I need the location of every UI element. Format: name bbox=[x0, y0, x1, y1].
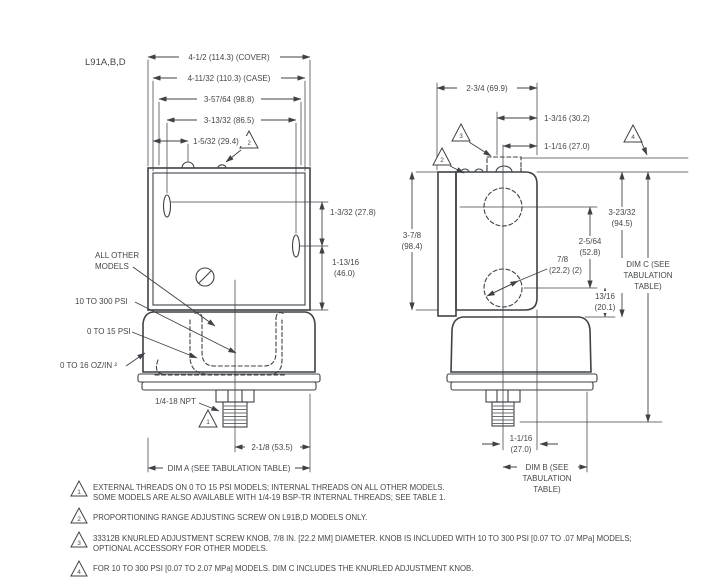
range-screw-bump bbox=[181, 161, 195, 169]
dim-46-0-line2: (46.0) bbox=[334, 269, 355, 278]
case-side-outline bbox=[455, 171, 538, 311]
label-10-300-psi: 10 TO 300 PSI bbox=[75, 297, 128, 306]
callout-triangle-1 bbox=[198, 408, 218, 428]
callout-4-number: 4 bbox=[631, 134, 635, 141]
footnote-1-text-1: EXTERNAL THREADS ON 0 TO 15 PSI MODELS; … bbox=[93, 483, 445, 492]
callout-1-number: 1 bbox=[206, 419, 210, 426]
mounting-slot-left bbox=[162, 194, 172, 218]
case-outline bbox=[152, 172, 306, 306]
cover-outline bbox=[147, 167, 311, 311]
footnote-2-text-1: PROPORTIONING RANGE ADJUSTING SCREW ON L… bbox=[93, 513, 367, 522]
footnote-3-triangle bbox=[70, 530, 88, 548]
dim-b-line1: DIM B (SEE bbox=[525, 463, 568, 472]
footnote-3-text-2: OPTIONAL ACCESSORY FOR OTHER MODELS. bbox=[93, 544, 268, 553]
dim-27-8: 1-3/32 (27.8) bbox=[330, 208, 376, 217]
dim-c-line2: TABULATION bbox=[623, 271, 672, 280]
dim-20-1-line2: (20.1) bbox=[595, 303, 616, 312]
flange-side-1 bbox=[446, 373, 598, 383]
footnote-1-text-2: SOME MODELS ARE ALSO AVAILABLE WITH 1/4-… bbox=[93, 493, 446, 502]
dim-53-5: 2-1/8 (53.5) bbox=[251, 443, 293, 452]
footnote-2-triangle bbox=[70, 506, 88, 524]
dim-30-2: 1-3/16 (30.2) bbox=[544, 114, 590, 123]
model-title: L91A,B,D bbox=[85, 57, 126, 68]
dim-94-5-line1: 3-23/32 bbox=[608, 208, 636, 217]
label-0-16-ozin: 0 TO 16 OZ/IN ² bbox=[60, 361, 117, 370]
dim-52-8-line2: (52.8) bbox=[580, 248, 601, 257]
dim-86-5: 3-13/32 (86.5) bbox=[204, 116, 255, 125]
dim-94-5-line2: (94.5) bbox=[612, 219, 633, 228]
dim-98-8: 3-57/64 (98.8) bbox=[204, 95, 255, 104]
threaded-stud-side bbox=[491, 401, 515, 427]
right-view: 2-3/4 (69.9) 1-3/16 (30.2) 1-1/16 (27.0)… bbox=[397, 82, 689, 494]
mounting-plate bbox=[437, 171, 457, 317]
extension-lines-bottom-right bbox=[536, 309, 588, 473]
dim-c-line3: TABLE) bbox=[634, 282, 662, 291]
dim-98-4-line1: 3-7/8 bbox=[403, 231, 422, 240]
dim-20-1-line1: 13/16 bbox=[595, 292, 616, 301]
dim-29-4: 1-5/32 (29.4) bbox=[193, 137, 239, 146]
dim-52-8-line1: 2-5/64 bbox=[579, 237, 602, 246]
footnote-1-triangle bbox=[70, 479, 88, 497]
label-npt: 1/4-18 NPT bbox=[155, 397, 196, 406]
dim-22-2-line1: 7/8 bbox=[557, 255, 569, 264]
dim-case-width: 4-11/32 (110.3) (CASE) bbox=[188, 74, 271, 83]
dim-b-line2: TABULATION bbox=[522, 474, 571, 483]
footnote-3-number: 3 bbox=[77, 540, 81, 547]
prop-screw-bump bbox=[217, 164, 227, 169]
callout-triangle-2-side bbox=[432, 146, 452, 166]
footnote-4-triangle bbox=[70, 559, 88, 577]
dim-98-4-line2: (98.4) bbox=[402, 242, 423, 251]
footnote-4-text-1: FOR 10 TO 300 PSI [0.07 TO 2.07 MPa] MOD… bbox=[93, 564, 473, 573]
left-view: ALL OTHER MODELS 10 TO 300 PSI 0 TO 15 P… bbox=[60, 52, 376, 473]
footnote-4-number: 4 bbox=[77, 569, 81, 576]
dim-c-line1: DIM C (SEE bbox=[626, 260, 670, 269]
flange-side-2 bbox=[450, 381, 594, 391]
label-all-other-models-1: ALL OTHER bbox=[95, 251, 139, 260]
callout-triangle-3 bbox=[451, 122, 471, 142]
bellows-housing-side bbox=[450, 316, 592, 373]
knurled-knob-outline bbox=[486, 156, 522, 173]
label-0-15-psi: 0 TO 15 PSI bbox=[87, 327, 131, 336]
footnote-2-number: 2 bbox=[77, 516, 81, 523]
label-all-other-models-2: MODELS bbox=[95, 262, 129, 271]
callout-triangle-4 bbox=[623, 123, 643, 143]
footnote-1-number: 1 bbox=[77, 489, 81, 496]
extension-lines-top bbox=[147, 59, 311, 234]
cover-screw bbox=[195, 267, 215, 287]
dim-27-0-bot-line2: (27.0) bbox=[511, 445, 532, 454]
flange-plate-2 bbox=[141, 381, 317, 391]
dim-27-0-top: 1-1/16 (27.0) bbox=[544, 142, 590, 151]
bellows-housing bbox=[142, 311, 316, 373]
dim-b-line3: TABLE) bbox=[533, 485, 561, 494]
mounting-slot-right bbox=[291, 234, 301, 258]
dim-cover-width: 4-1/2 (114.3) (COVER) bbox=[188, 53, 270, 62]
dim-a: DIM A (SEE TABULATION TABLE) bbox=[168, 464, 291, 473]
callout-3-number: 3 bbox=[459, 133, 463, 140]
callout-2-side-number: 2 bbox=[440, 157, 444, 164]
knob-base-bump bbox=[495, 165, 513, 173]
callout-2-number: 2 bbox=[247, 140, 251, 147]
footnotes: 1 EXTERNAL THREADS ON 0 TO 15 PSI MODELS… bbox=[70, 479, 632, 577]
dim-22-2-line2: (22.2) (2) bbox=[549, 266, 582, 275]
dim-27-0-bot-line1: 1-1/16 bbox=[510, 434, 533, 443]
dim-46-0-line1: 1-13/16 bbox=[332, 258, 360, 267]
footnote-3-text-1: 33312B KNURLED ADJUSTMENT SCREW KNOB, 7/… bbox=[93, 534, 632, 543]
dim-69-9: 2-3/4 (69.9) bbox=[466, 84, 508, 93]
